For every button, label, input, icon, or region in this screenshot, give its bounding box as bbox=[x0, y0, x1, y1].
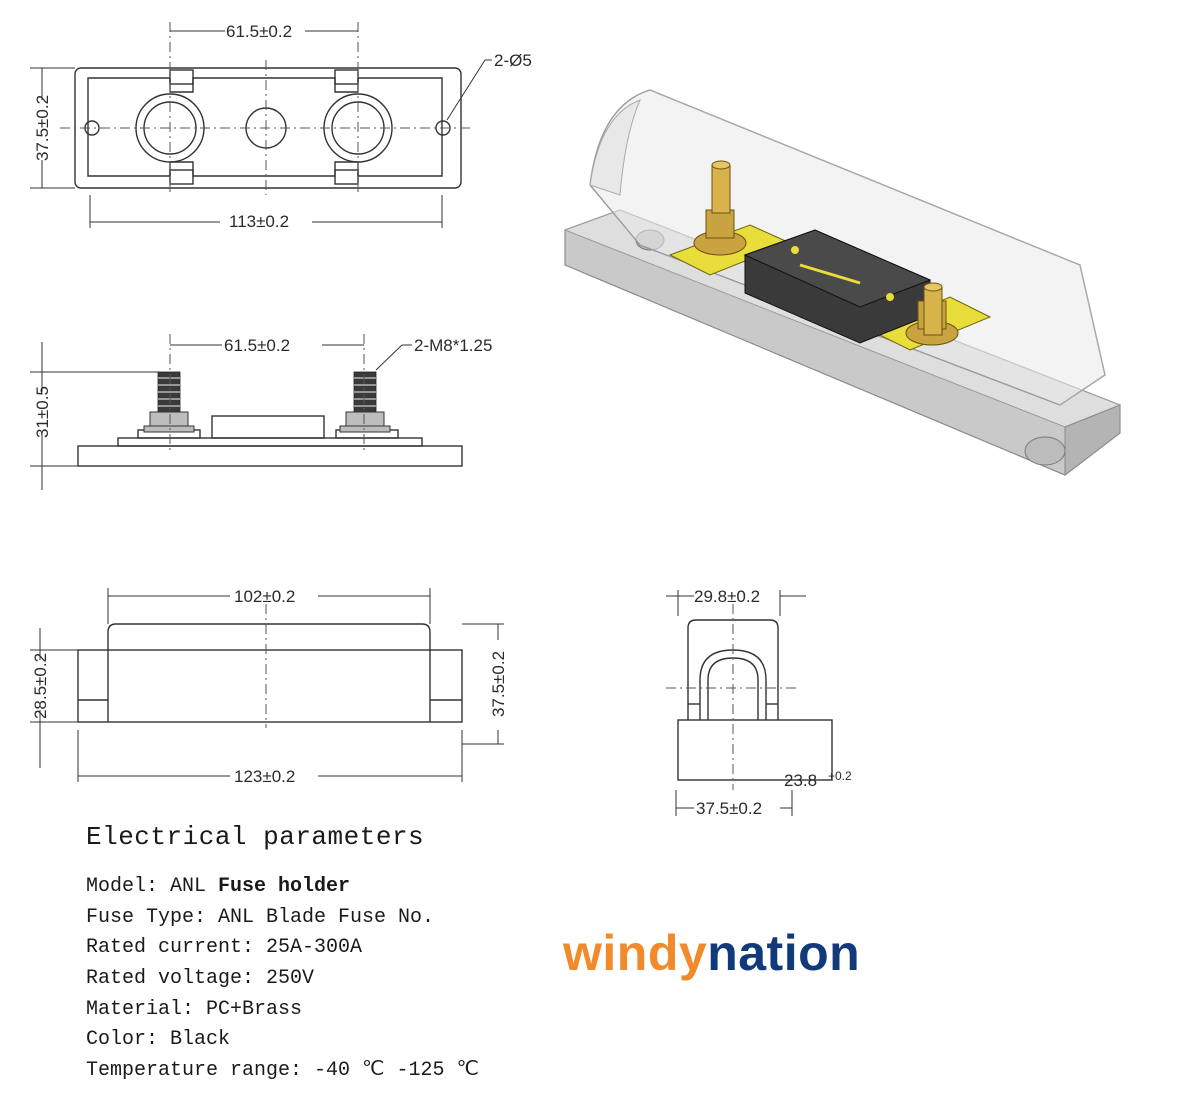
parameters-heading: Electrical parameters bbox=[86, 822, 425, 852]
param-rated-voltage: Rated voltage: 250V bbox=[86, 967, 315, 991]
end-top-width-label: 29.8±0.2 bbox=[694, 587, 760, 606]
front-right-height-label: 37.5±0.2 bbox=[489, 651, 508, 717]
side-view-drawing: 61.5±0.2 2-M8*1.25 31±0.5 bbox=[30, 334, 492, 490]
mount-hole-label: 2-Ø5 bbox=[494, 51, 532, 70]
front-view-drawing: 102±0.2 123±0.2 28.5±0.2 37.5±0.2 bbox=[30, 587, 508, 786]
end-base-width-label: 37.5±0.2 bbox=[696, 799, 762, 818]
param-model: Model: ANL Fuse holder bbox=[86, 872, 606, 903]
top-length-label: 113±0.2 bbox=[229, 212, 289, 231]
electrical-parameters: Electrical parameters Model: ANL Fuse ho… bbox=[86, 822, 606, 1087]
windynation-logo: windynation bbox=[563, 924, 860, 982]
param-temperature: Temperature range: -40 ℃ -125 ℃ bbox=[86, 1059, 479, 1083]
logo-part-windy: windy bbox=[563, 925, 708, 981]
param-color: Color: Black bbox=[86, 1028, 231, 1052]
side-height-label: 31±0.5 bbox=[33, 386, 52, 438]
base-length-label: 123±0.2 bbox=[234, 767, 295, 786]
param-model-prefix: Model: ANL bbox=[86, 875, 219, 898]
top-height-label: 37.5±0.2 bbox=[33, 95, 52, 161]
end-inner-width-label: 23.8 bbox=[784, 771, 817, 790]
param-rated-current: Rated current: 25A-300A bbox=[86, 936, 363, 960]
top-view-drawing: 61.5±0.2 2-Ø5 113±0.2 37.5±0.2 bbox=[30, 22, 532, 231]
fuse-body bbox=[743, 229, 932, 344]
fuse-holder-3d-render bbox=[563, 89, 1122, 477]
front-left-height-label: 28.5±0.2 bbox=[31, 653, 50, 719]
brass-stud-left bbox=[693, 160, 747, 256]
end-view-drawing: 29.8±0.2 23.8 +0.2 37.5±0.2 bbox=[666, 587, 852, 818]
param-model-bold: Fuse holder bbox=[218, 875, 351, 898]
brass-stud-right bbox=[905, 282, 959, 346]
param-material: Material: PC+Brass bbox=[86, 997, 303, 1021]
param-fuse-type: Fuse Type: ANL Blade Fuse No. bbox=[86, 905, 435, 929]
cover-length-label: 102±0.2 bbox=[234, 587, 295, 606]
end-inner-tolerance-label: +0.2 bbox=[828, 769, 852, 783]
top-hole-spacing-label: 61.5±0.2 bbox=[226, 22, 292, 41]
side-stud-spacing-label: 61.5±0.2 bbox=[224, 336, 290, 355]
thread-label: 2-M8*1.25 bbox=[414, 336, 492, 355]
logo-part-nation: nation bbox=[707, 925, 861, 981]
